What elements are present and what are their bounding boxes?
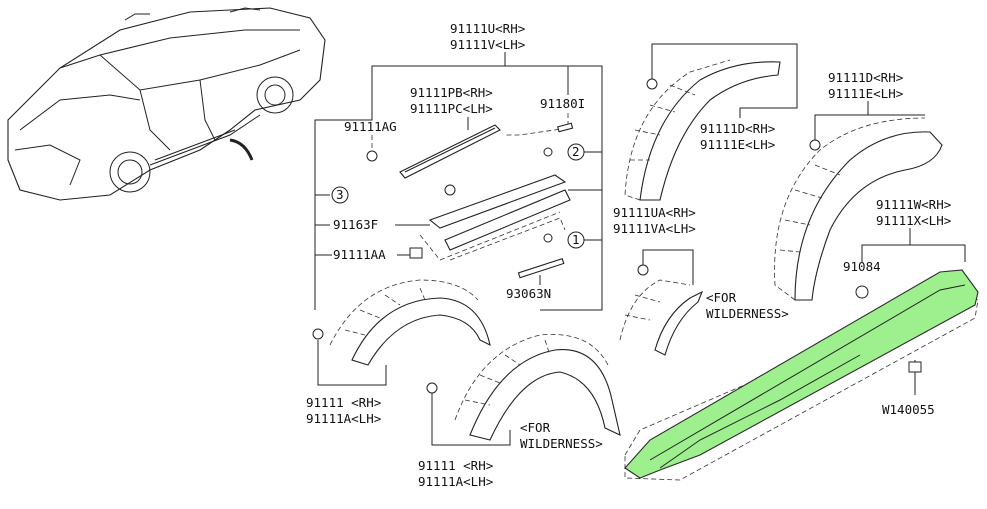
label-a-left-rh: 91111 <RH> <box>306 395 381 410</box>
door-molding-lower <box>444 189 571 251</box>
clip-3 <box>444 184 456 196</box>
ref-circle-2 <box>567 143 585 161</box>
door-molding-upper <box>428 174 567 229</box>
clip-ag <box>366 150 378 162</box>
label-91111AG: 91111AG <box>344 119 397 134</box>
label-for-wild-2b: WILDERNESS> <box>520 436 603 451</box>
label-w140055: W140055 <box>882 402 935 417</box>
label-x-lh: 91111X<LH> <box>876 213 951 228</box>
clip-ua <box>637 264 649 276</box>
label-va-lh: 91111VA<LH> <box>613 221 696 236</box>
label-for-wild-1b: WILDERNESS> <box>706 306 789 321</box>
strip-93063N <box>517 257 565 279</box>
rear-arch-upper <box>624 43 798 201</box>
ref-circle-3-label: 3 <box>336 187 344 202</box>
side-sill-highlighted <box>624 269 979 479</box>
label-a-bot-lh: 91111A<LH> <box>418 474 493 489</box>
clip-d-right <box>809 139 821 151</box>
ref-circle-1 <box>567 231 585 249</box>
arch-ua <box>654 290 704 356</box>
label-pc-lh: 91111PC<LH> <box>410 101 493 116</box>
label-a-left-lh: 91111A<LH> <box>306 411 381 426</box>
label-d-mid-rh: 91111D<RH> <box>700 121 775 136</box>
ref-circle-2-label: 2 <box>572 144 580 159</box>
ref-circle-1-label: 1 <box>572 232 580 247</box>
clip-aa <box>409 247 423 259</box>
label-e-right-lh: 91111E<LH> <box>828 86 903 101</box>
label-e-mid-lh: 91111E<LH> <box>700 137 775 152</box>
label-for-wild-1a: <FOR <box>706 290 737 305</box>
callout-91111U: 91111U<RH> 91111V<LH> <box>314 21 603 311</box>
label-w-rh: 91111W<RH> <box>876 197 951 212</box>
label-top-rh: 91111U<RH> <box>450 21 525 36</box>
label-ua-rh: 91111UA<RH> <box>613 205 696 220</box>
front-arch-bottom <box>426 334 621 446</box>
clip-91084 <box>855 285 869 299</box>
front-arch-left <box>312 279 491 386</box>
clip-1 <box>543 233 553 243</box>
clip-2 <box>543 147 553 157</box>
label-91163F: 91163F <box>333 217 378 232</box>
label-a-bot-rh: 91111 <RH> <box>418 458 493 473</box>
label-pb-rh: 91111PB<RH> <box>410 85 493 100</box>
label-93063N: 93063N <box>506 286 551 301</box>
label-91084: 91084 <box>843 259 881 274</box>
clip-w140055 <box>908 361 922 373</box>
label-top-lh: 91111V<LH> <box>450 37 525 52</box>
ref-circle-3 <box>331 186 349 204</box>
rear-arch-right <box>794 131 943 301</box>
label-91111AA: 91111AA <box>333 247 386 262</box>
car-illustration <box>7 7 326 201</box>
label-for-wild-2a: <FOR <box>520 420 551 435</box>
label-d-right-rh: 91111D<RH> <box>828 70 903 85</box>
label-91180i: 91180I <box>540 96 585 111</box>
